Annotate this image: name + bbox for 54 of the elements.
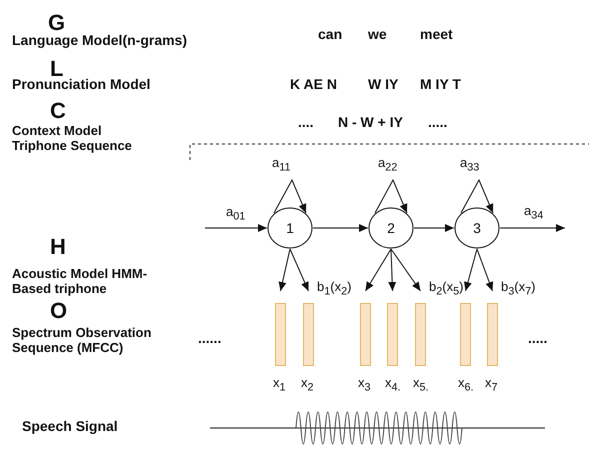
word-text: can — [318, 26, 342, 42]
model-label: Language Model(n-grams) — [12, 32, 188, 48]
model-label: Speech Signal — [22, 418, 118, 434]
arrow — [278, 248, 290, 292]
arrow — [476, 248, 494, 292]
observation-bar — [275, 303, 286, 366]
word-text: we — [368, 26, 387, 42]
state-circle — [368, 207, 414, 249]
observation-label: x$_{1}$ — [273, 376, 286, 395]
model-letter: G — [48, 12, 66, 34]
word-text: meet — [420, 26, 453, 42]
model-letter: H — [50, 236, 66, 258]
observation-label: x$_{6.}$ — [458, 376, 474, 395]
arrow — [388, 248, 396, 292]
ellipsis-text: .... — [298, 114, 314, 130]
observation-label: x$_{2}$ — [301, 376, 314, 395]
arrow — [464, 248, 478, 292]
model-label: Context Model Triphone Sequence — [12, 123, 133, 153]
state-number: 1 — [285, 220, 295, 236]
arrow — [312, 224, 368, 232]
arrow — [390, 248, 421, 292]
phoneme-text: K AE N — [290, 76, 337, 92]
observation-bar — [487, 303, 498, 366]
observation-bar — [303, 303, 314, 366]
model-letter: O — [50, 300, 68, 322]
phoneme-text: M IY T — [420, 76, 461, 92]
self-loop-arrow — [374, 178, 408, 214]
observation-label: x$_{3}$ — [358, 376, 371, 395]
state-circle — [267, 207, 313, 249]
self-loop-arrow — [460, 178, 494, 214]
state-number: 2 — [386, 220, 396, 236]
model-label: Acoustic Model HMM-Based triphone — [12, 266, 148, 296]
model-letter: C — [50, 100, 66, 122]
observation-label: x$_{5.}$ — [413, 376, 429, 395]
observation-bar — [387, 303, 398, 366]
observation-bar — [415, 303, 426, 366]
triphone-text: N - W + IY — [338, 114, 403, 130]
model-label: Spectrum Observation Sequence (MFCC) — [12, 325, 152, 355]
ellipsis-text: ..... — [528, 330, 548, 346]
arrow — [500, 224, 566, 232]
observation-label: x$_{4.}$ — [385, 376, 401, 395]
ellipsis-text: ...... — [198, 330, 222, 346]
observation-bar — [460, 303, 471, 366]
ellipsis-text: ..... — [428, 114, 448, 130]
state-circle — [454, 207, 500, 249]
arrow — [290, 248, 309, 292]
observation-bar — [360, 303, 371, 366]
arrow — [414, 224, 454, 232]
self-loop-arrow — [274, 178, 306, 214]
arrow — [204, 224, 268, 232]
observation-label: x$_{7}$ — [485, 376, 498, 395]
phoneme-text: W IY — [368, 76, 398, 92]
arrow — [365, 248, 392, 292]
state-number: 3 — [472, 220, 482, 236]
